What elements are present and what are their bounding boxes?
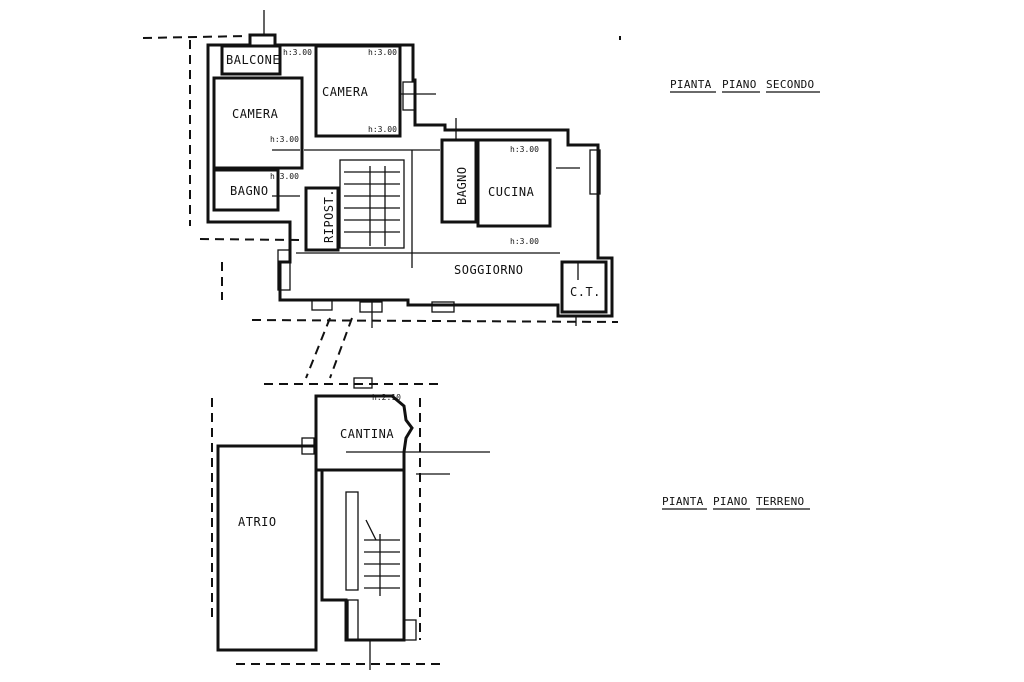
balcone-outline: [220, 44, 282, 76]
height-cucina-bottom: h:3.00: [510, 237, 539, 246]
room-label-bagno-left: BAGNO: [230, 184, 269, 198]
bagno-right-outline: [440, 138, 478, 224]
room-label-balcone: BALCONE: [226, 53, 280, 67]
ground-plan-title-word-2: PIANO: [713, 495, 748, 508]
upper-stair-outline: [339, 159, 405, 249]
ct-outline: [560, 260, 608, 314]
height-camera-right-top: h:3.00: [368, 48, 397, 57]
ground-stair-outline: [320, 468, 406, 642]
cucina-outline: [476, 138, 552, 228]
height-camera-right-bottom: h:3.00: [368, 125, 397, 134]
height-cantina: h:2.10: [372, 393, 401, 402]
ground-plan-title-word-3: TERRENO: [756, 495, 804, 508]
boundary-line-top-left: [142, 35, 249, 39]
camera-right-outline: [314, 44, 402, 138]
ground-stair-core: [345, 491, 359, 591]
height-cucina-top: h:3.00: [510, 145, 539, 154]
room-label-camera-right: CAMERA: [322, 85, 369, 99]
upper-floor-plan: BALCONE CAMERA CAMERA BAGNO CUCINA SOGGI…: [142, 10, 820, 328]
upper-section-lines: [263, 10, 580, 328]
height-balcone: h:3.00: [283, 48, 312, 57]
room-label-ct: C.T.: [570, 285, 601, 299]
height-camera-left: h:3.00: [270, 135, 299, 144]
ground-window-marks: [301, 377, 490, 670]
upper-plan-title-word-3: SECONDO: [766, 78, 814, 91]
upper-window-marks: [277, 81, 601, 313]
plan-connector-lines: [305, 317, 353, 379]
room-label-cucina: CUCINA: [488, 185, 535, 199]
ground-floor-plan: CANTINA ATRIO h:2.10 PIANTA PIANO TERREN…: [211, 377, 810, 670]
upper-plan-title-word-2: PIANO: [722, 78, 757, 91]
camera-left-outline: [212, 76, 304, 170]
boundary-line-bottom: [251, 319, 619, 323]
boundary-line-mid-left: [199, 238, 301, 241]
ripost-outline: [304, 186, 340, 252]
ground-plan-title-word-1: PIANTA: [662, 495, 704, 508]
upper-stair-treads: [344, 166, 400, 246]
atrio-outline: [216, 444, 318, 652]
room-label-camera-left: CAMERA: [232, 107, 279, 121]
room-label-bagno-right: BAGNO: [455, 166, 469, 205]
height-bagno-left: h:3.00: [270, 172, 299, 181]
room-label-cantina: CANTINA: [340, 427, 394, 441]
room-label-ripost: RIPOST.: [322, 189, 336, 243]
room-label-atrio: ATRIO: [238, 515, 277, 529]
upper-plan-title-word-1: PIANTA: [670, 78, 712, 91]
ground-stair-treads: [364, 519, 400, 596]
room-label-soggiorno: SOGGIORNO: [454, 263, 524, 277]
bagno-left-outline: [212, 168, 280, 212]
